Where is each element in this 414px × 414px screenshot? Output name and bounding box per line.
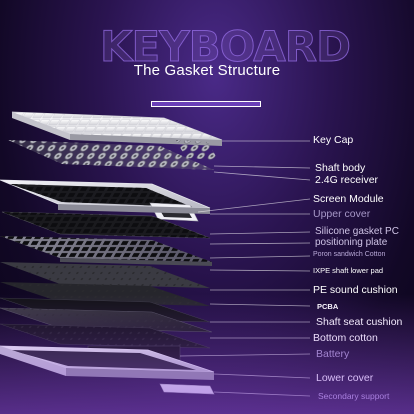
- layer-ixpe-pad-illustration: [0, 282, 210, 306]
- layer-secondary-support-illustration: [159, 383, 215, 395]
- label-secondary-support: Secondary support: [318, 391, 390, 401]
- label-key-cap: Key Cap: [313, 134, 354, 146]
- page-subtitle: The Gasket Structure: [133, 62, 281, 79]
- brand-wordmark: KEYBOARD: [100, 22, 352, 72]
- label-pcba: PCBA: [317, 302, 339, 311]
- layer-pcba-illustration: [0, 307, 213, 333]
- label-upper-cover: Upper cover: [313, 208, 371, 220]
- layer-bottom-cotton-illustration: [0, 323, 211, 349]
- leader-lines: [179, 140, 311, 397]
- layer-shaft-body-illustration: [8, 140, 218, 170]
- layer-lower-cover-illustration: [0, 345, 215, 380]
- label-battery: Battery: [316, 348, 350, 360]
- label-bottom-cotton: Bottom cotton: [313, 332, 378, 344]
- label-screen-module: Screen Module: [313, 193, 384, 205]
- label-pe-cushion: PE sound cushion: [313, 284, 398, 296]
- label-receiver: 2.4G receiver: [315, 174, 379, 186]
- layer-upper-cover-illustration: [0, 179, 211, 222]
- label-shaft-seat-cushion: Shaft seat cushion: [316, 316, 403, 328]
- layer-silicone-gasket-illustration: [1, 211, 211, 239]
- label-lower-cover: Lower cover: [316, 372, 374, 384]
- label-shaft-body: Shaft body: [315, 162, 366, 174]
- subtitle-underline: [151, 101, 261, 107]
- label-poron-sandwich: Poron sandwich Cotton: [313, 251, 386, 258]
- label-silicone-gasket: Silicone gasket PC: [315, 226, 399, 237]
- layer-poron-sandwich-illustration: [0, 262, 210, 288]
- layer-positioning-plate-illustration: [0, 236, 212, 266]
- label-positioning-plate: positioning plate: [315, 237, 388, 248]
- label-ixpe-pad: IXPE shaft lower pad: [313, 266, 384, 275]
